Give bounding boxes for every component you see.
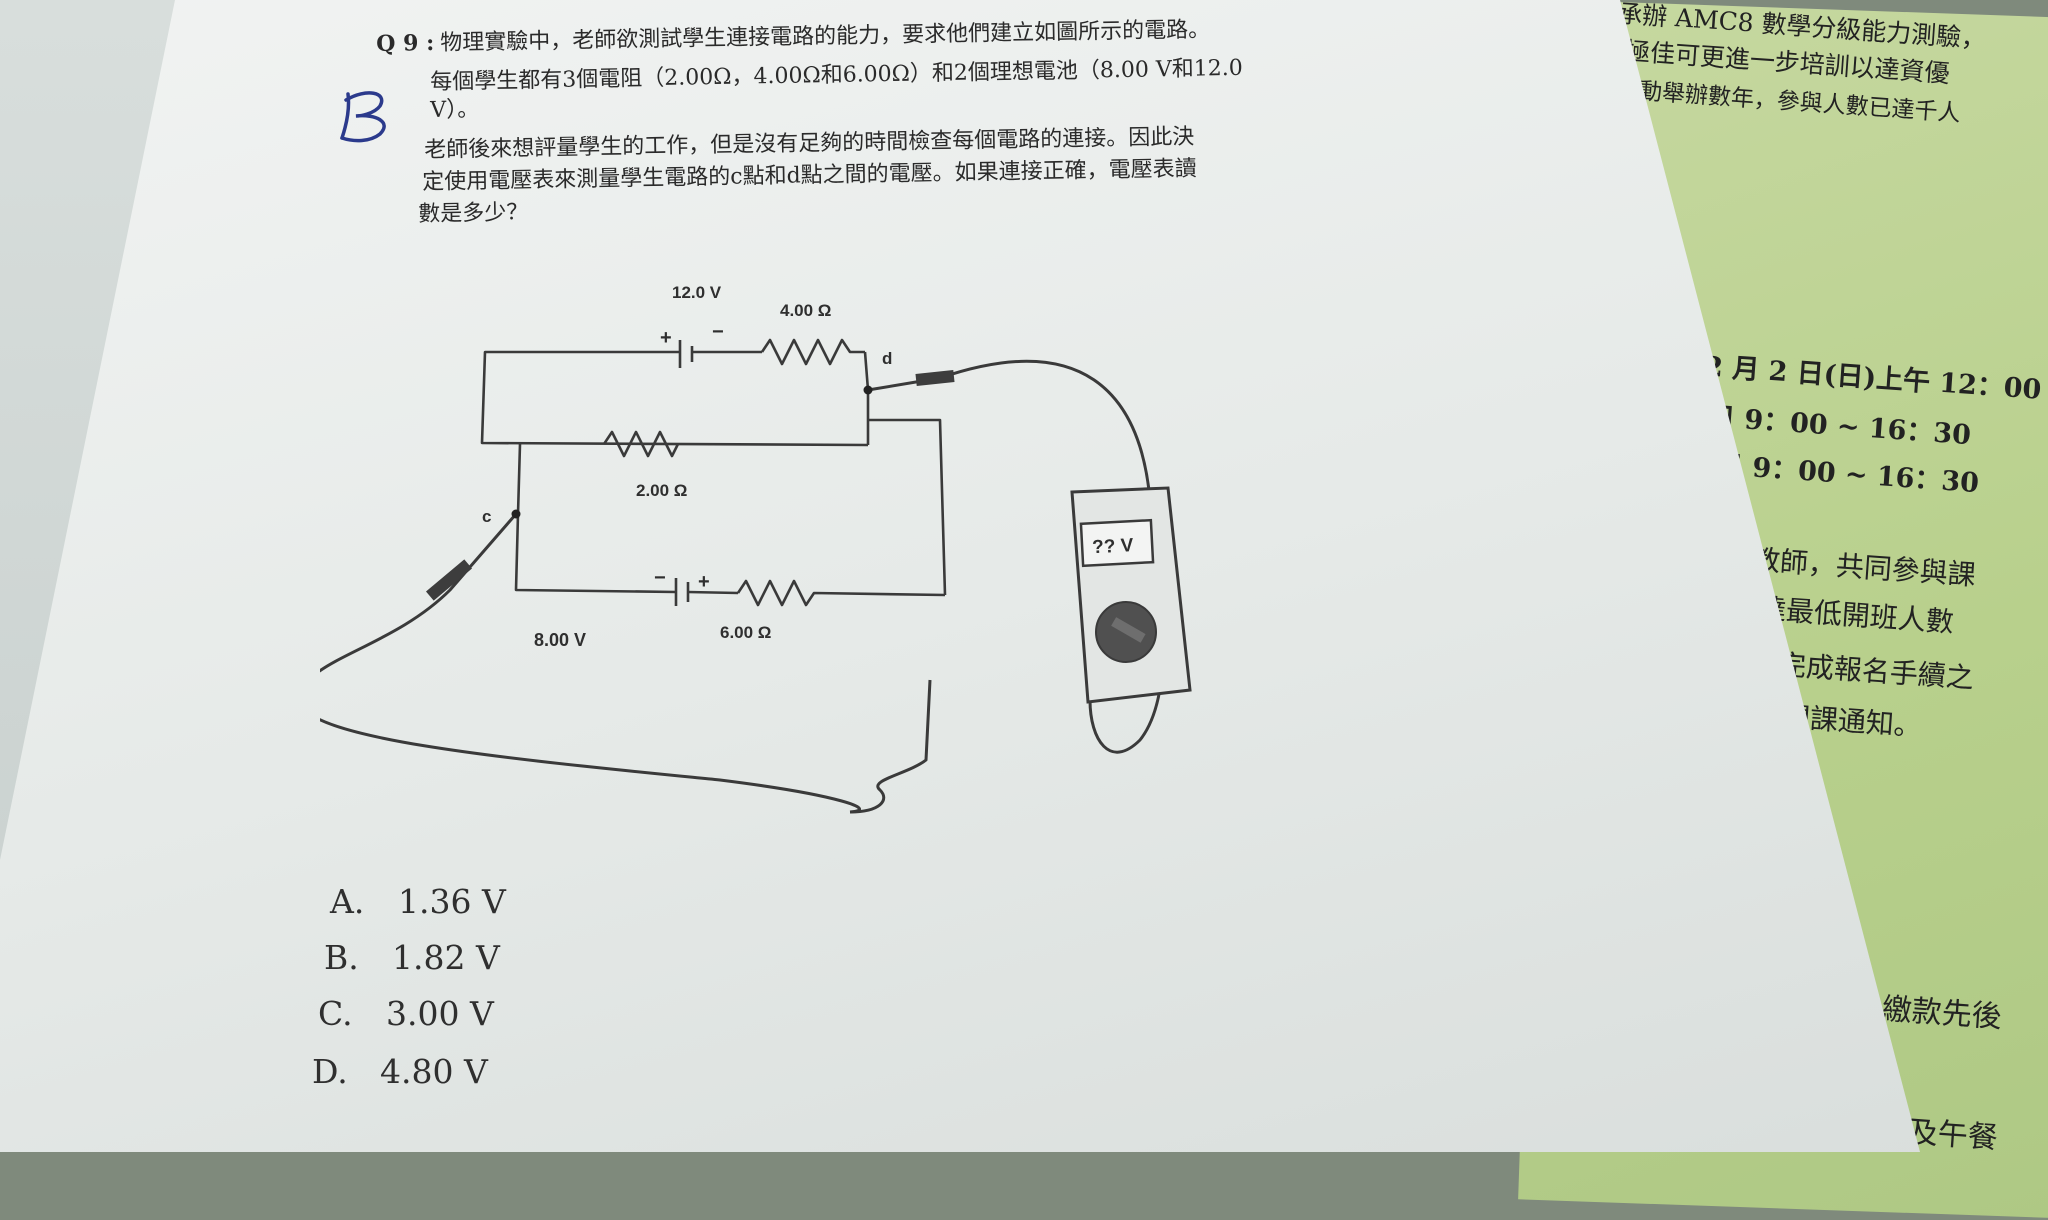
wire-bottom-mid: [687, 590, 739, 595]
question-text: 物理實驗中，老師欲測試學生連接電路的能力，要求他們建立如圖所示的電路。: [440, 17, 1211, 56]
battery-bottom-plates: [674, 578, 690, 606]
option-b: B. 1.82 V: [324, 938, 500, 977]
probe-c: [425, 559, 473, 601]
label-minus-top: −: [712, 321, 724, 343]
question-line-6: 數是多少？: [418, 200, 529, 227]
label-point-c: c: [482, 507, 491, 526]
label-battery-top: 12.0 V: [672, 283, 722, 302]
option-letter: A.: [330, 882, 365, 921]
label-plus-top: +: [660, 327, 672, 349]
label-battery-bottom: 8.00 V: [534, 630, 586, 650]
handwritten-answer-mark: [340, 91, 386, 143]
probe-lead-meter: [849, 679, 932, 814]
label-minus-bottom: −: [654, 567, 666, 589]
battery-top-plates: [678, 340, 694, 368]
option-letter: C.: [318, 994, 353, 1033]
option-c: C. 3.00 V: [318, 994, 494, 1033]
label-point-d: d: [882, 349, 892, 368]
probe-lead-c: [320, 513, 862, 814]
option-value: 1.82 V: [392, 938, 500, 977]
junction-d: [863, 385, 873, 395]
option-value: 3.00 V: [386, 994, 494, 1033]
label-resistor-top: 4.00 Ω: [780, 301, 831, 320]
wire-top-left: [480, 350, 869, 447]
circuit-diagram: 12.0 V 4.00 Ω + − d 2.00 Ω c − + 8.00 V …: [320, 283, 1192, 814]
option-value: 1.36 V: [398, 882, 506, 921]
meter-display-box: [1079, 518, 1155, 568]
label-plus-bottom: +: [698, 571, 710, 593]
probe-d: [915, 370, 955, 386]
leaflet-line: 及午餐: [1906, 1114, 1999, 1157]
question-line-1: Q 9 :物理實驗中，老師欲測試學生連接電路的能力，要求他們建立如圖所示的電路。: [376, 11, 1210, 58]
label-resistor-bottom: 6.00 Ω: [720, 623, 771, 642]
resistor-4ohm: [760, 338, 865, 366]
option-d: D. 4.80 V: [312, 1052, 488, 1091]
meter-reading: ?? V: [1092, 535, 1135, 558]
question-paper: Q 9 :物理實驗中，老師欲測試學生連接電路的能力，要求他們建立如圖所示的電路。…: [0, 0, 1920, 1152]
option-value: 4.80 V: [380, 1052, 488, 1091]
question-line-2: 每個學生都有3個電阻（2.00Ω，4.00Ω和6.00Ω）和2個理想電池（8.0…: [430, 55, 1243, 95]
option-a: A. 1.36 V: [330, 882, 506, 921]
wire-to-d: [863, 351, 870, 445]
wire-right-vertical: [868, 418, 947, 596]
question-number: Q 9 :: [376, 29, 435, 57]
resistor-6ohm: [736, 579, 946, 607]
leaflet-line: 繳款先後: [1880, 991, 2003, 1036]
junction-c: [511, 509, 521, 519]
option-letter: D.: [312, 1052, 348, 1091]
question-line-3: V）。: [430, 97, 480, 123]
label-resistor-middle: 2.00 Ω: [636, 481, 687, 500]
wire-left-vertical: [514, 443, 677, 594]
option-letter: B.: [324, 938, 359, 977]
resistor-2ohm: [602, 430, 680, 458]
multimeter: [1070, 486, 1192, 704]
